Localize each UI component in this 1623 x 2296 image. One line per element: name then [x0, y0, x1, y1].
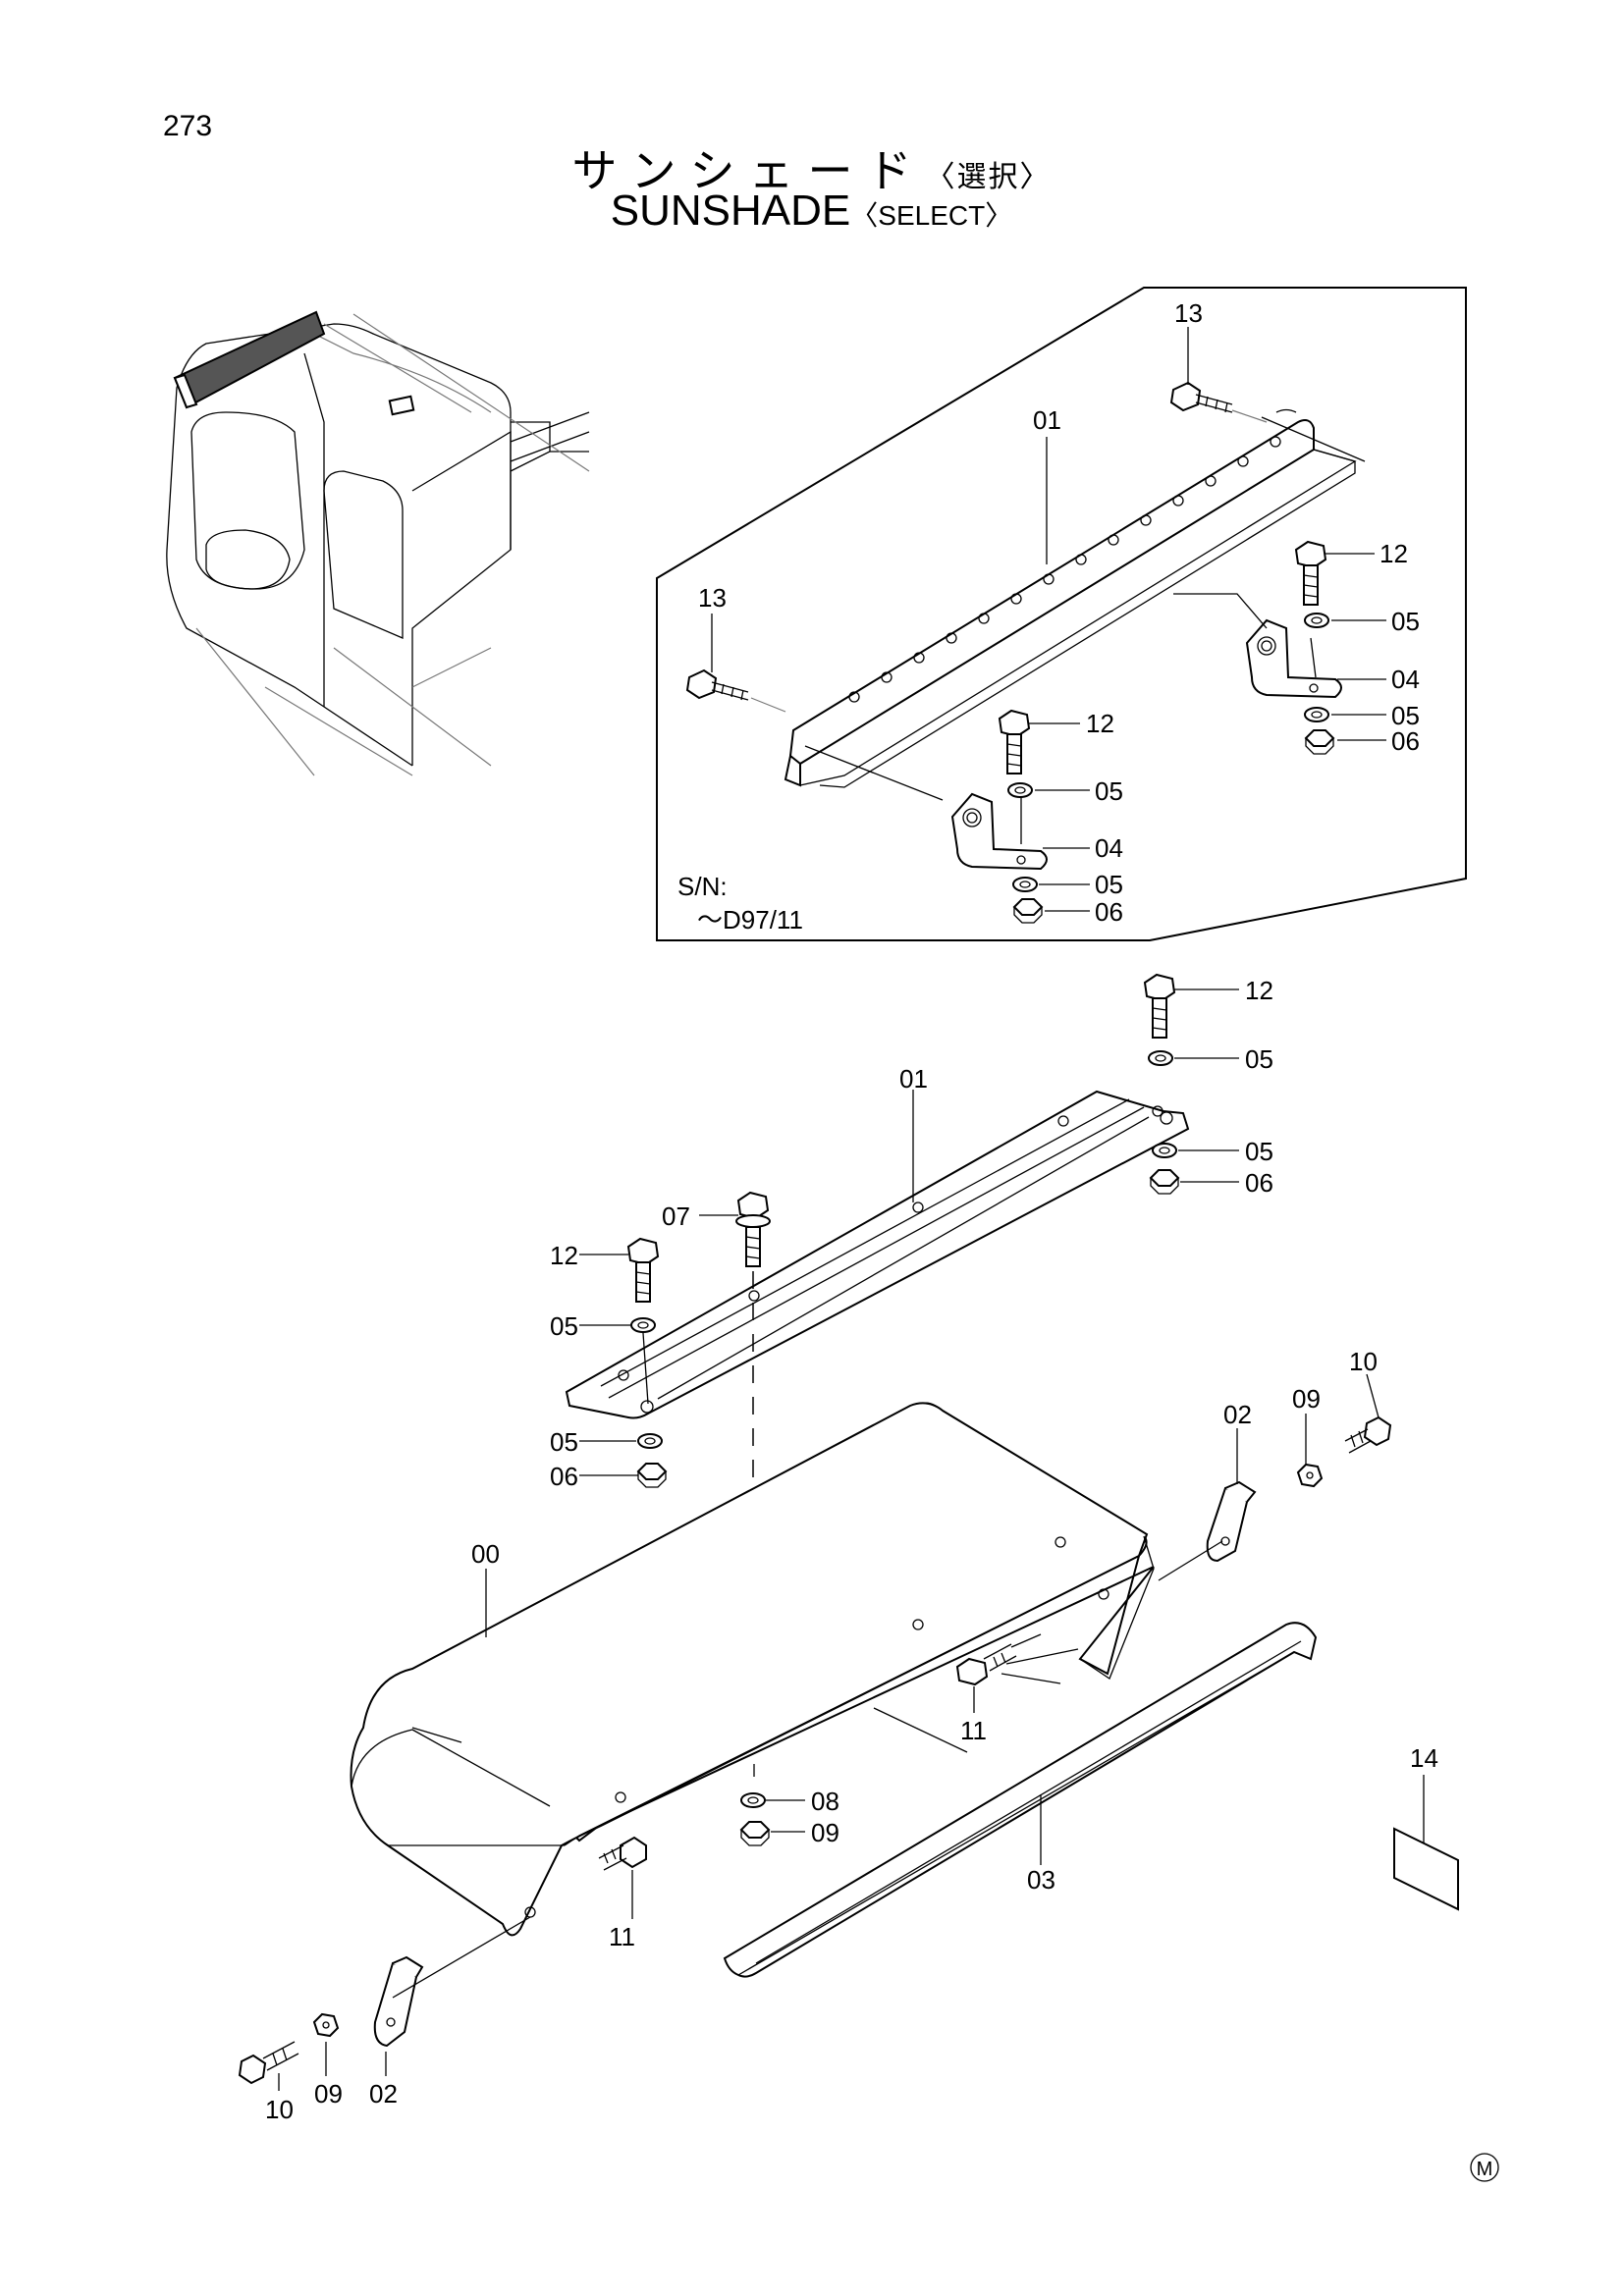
- title-english-sub: 〈SELECT〉: [850, 200, 1013, 231]
- callout-main-14: 14: [1410, 1743, 1438, 1773]
- page-number: 273: [163, 110, 213, 142]
- title-japanese-text: サンシェード: [571, 145, 926, 196]
- inset-l-bracket-04-lower: [950, 792, 1048, 871]
- callout-main-05-a: 05: [1245, 1044, 1273, 1074]
- mounting-rail-01: [565, 1090, 1190, 1419]
- caution-label-14: [1393, 1775, 1459, 1911]
- maker-mark-letter: M: [1477, 2159, 1493, 2180]
- callout-main-10-left: 10: [265, 2095, 294, 2124]
- edge-strip-03: [723, 1622, 1318, 1978]
- callout-main-05-d: 05: [550, 1427, 578, 1457]
- callout-inset-05-c: 05: [1095, 776, 1123, 806]
- callout-main-02-left: 02: [369, 2079, 398, 2109]
- callout-main-10-right: 10: [1349, 1347, 1378, 1376]
- callout-main-09-right: 09: [1292, 1384, 1321, 1414]
- callout-inset-13-lower: 13: [698, 583, 727, 613]
- washer-08-center: [740, 1792, 766, 1808]
- hex-nut-09-left: [312, 2012, 340, 2038]
- callout-main-07: 07: [662, 1201, 690, 1231]
- hex-nut-09-right: [1296, 1463, 1324, 1488]
- inset-variant-box: 13 01 12 05 04 05 06 13 12 05 04 05 06 S…: [656, 287, 1467, 941]
- inset-flange-bolt-13-lower: [685, 668, 786, 713]
- callout-inset-05-b: 05: [1391, 701, 1420, 730]
- maker-mark-logo: M: [1470, 2153, 1499, 2182]
- callout-inset-13-upper: 13: [1174, 298, 1203, 328]
- side-bracket-02-left: [373, 1916, 531, 2048]
- inset-flange-bolt-13-upper: [1169, 381, 1268, 423]
- callout-main-02-right: 02: [1223, 1400, 1252, 1429]
- inset-hex-bolt-12-lower: [998, 709, 1031, 774]
- inset-hex-bolt-12-upper: [1294, 540, 1327, 606]
- inset-sn-range: ～D97/11: [697, 905, 803, 934]
- flange-bolt-11-center: [955, 1633, 1042, 1686]
- callout-inset-05-a: 05: [1391, 607, 1420, 636]
- callout-main-12-upper: 12: [1245, 976, 1273, 1005]
- callout-main-06-upper: 06: [1245, 1168, 1273, 1198]
- callout-main-01: 01: [899, 1064, 928, 1094]
- callout-inset-12-lower: 12: [1086, 709, 1114, 738]
- callout-inset-01: 01: [1033, 405, 1061, 435]
- inset-washers: [1007, 613, 1329, 892]
- title-japanese: サンシェード〈選択〉: [0, 135, 1623, 200]
- side-bracket-02-right: [1158, 1480, 1257, 1581]
- callout-main-11-lower: 11: [609, 1922, 635, 1951]
- sunshade-panel-00: [350, 1402, 1155, 1937]
- callout-main-12-lower: 12: [550, 1241, 578, 1270]
- hex-nut-09-center: [739, 1821, 771, 1846]
- callout-inset-12-upper: 12: [1380, 539, 1408, 568]
- main-leaders: [278, 988, 1380, 2091]
- title-japanese-sub: 〈選択〉: [925, 161, 1052, 193]
- callout-inset-04-lower: 04: [1095, 833, 1123, 863]
- hex-bolt-10-right: [1344, 1415, 1392, 1454]
- inset-border: [656, 287, 1467, 941]
- flange-bolt-11-lower: [598, 1836, 647, 1871]
- callout-main-11-center: 11: [960, 1716, 987, 1745]
- callout-main-05-b: 05: [1245, 1137, 1273, 1166]
- inset-bracket-bar: [788, 419, 1315, 766]
- cab-overview-illustration: [166, 310, 590, 776]
- hex-bolt-10-left: [238, 2041, 299, 2085]
- callout-inset-04-upper: 04: [1391, 665, 1420, 694]
- callout-main-05-c: 05: [550, 1311, 578, 1341]
- callout-inset-05-d: 05: [1095, 870, 1123, 899]
- callout-inset-06-upper: 06: [1391, 726, 1420, 756]
- inset-hex-nuts: [1012, 729, 1335, 924]
- inset-l-bracket-04-upper: [1245, 618, 1342, 699]
- callout-main-06-lower: 06: [550, 1462, 578, 1491]
- callout-main-03: 03: [1027, 1865, 1055, 1895]
- inset-leaders: [711, 327, 1386, 912]
- callout-main-09-left: 09: [314, 2079, 343, 2109]
- inset-bracket-holes: [848, 436, 1281, 703]
- callout-inset-06-lower: 06: [1095, 897, 1123, 927]
- callout-main-09-center: 09: [811, 1818, 839, 1847]
- callout-main-00: 00: [471, 1539, 500, 1569]
- callout-main-08: 08: [811, 1787, 839, 1816]
- title-english: SUNSHADE〈SELECT〉: [0, 187, 1623, 236]
- rail-hardware: [626, 973, 1180, 1777]
- title-english-text: SUNSHADE: [610, 187, 851, 235]
- inset-sn-label: S/N:: [677, 872, 728, 901]
